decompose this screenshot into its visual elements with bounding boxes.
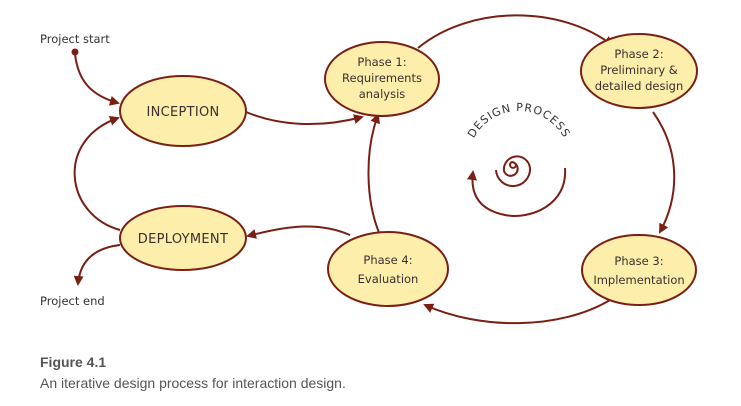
node-phase4-line2: Evaluation xyxy=(358,272,419,286)
node-phase4: Phase 4: Evaluation xyxy=(327,231,449,307)
node-phase1-line3: analysis xyxy=(359,87,406,101)
node-phase2-line3: detailed design xyxy=(595,79,684,93)
design-process-label-path: DESIGN PROCESS xyxy=(465,101,572,140)
node-inception-label: INCEPTION xyxy=(146,105,219,120)
node-phase4-line1: Phase 4: xyxy=(363,253,412,267)
node-phase1-line2: Requirements xyxy=(342,71,422,85)
project-end-label: Project end xyxy=(40,294,105,308)
node-inception: INCEPTION xyxy=(119,75,247,147)
edge-start-to-inception xyxy=(74,53,120,106)
project-start-label: Project start xyxy=(40,32,110,46)
node-phase2: Phase 2: Preliminary & detailed design xyxy=(580,33,698,109)
edge-phase4-to-phase1 xyxy=(367,113,381,236)
node-deployment: DEPLOYMENT xyxy=(119,205,247,271)
edge-phase3-to-phase4 xyxy=(423,299,611,325)
node-phase2-line2: Preliminary & xyxy=(600,63,678,77)
edges xyxy=(71,14,676,325)
spiral-icon xyxy=(495,155,532,187)
node-phase3-line2: Implementation xyxy=(593,273,684,287)
figure-caption-title: Figure 4.1 xyxy=(40,354,107,370)
node-phase3-line1: Phase 3: xyxy=(614,254,663,268)
cycle-arrow-icon xyxy=(467,167,567,217)
node-phase1-line1: Phase 1: xyxy=(357,55,406,69)
figure-caption-text: An iterative design process for interact… xyxy=(40,375,346,391)
design-process-label: DESIGN PROCESS xyxy=(465,101,573,140)
edge-phase1-to-phase2 xyxy=(417,14,614,49)
node-phase2-line1: Phase 2: xyxy=(614,47,663,61)
project-start-dot xyxy=(71,48,79,56)
node-phase3: Phase 3: Implementation xyxy=(581,234,697,306)
node-phase1: Phase 1: Requirements analysis xyxy=(324,41,440,117)
edge-phase4-to-deployment xyxy=(246,225,351,239)
edge-deployment-to-end xyxy=(73,244,121,286)
edge-phase2-to-phase3 xyxy=(652,111,676,234)
design-process-diagram: INCEPTION DEPLOYMENT Phase 1: Requiremen… xyxy=(40,14,698,325)
edge-inception-to-phase1 xyxy=(245,111,364,126)
edge-deployment-to-inception xyxy=(73,115,121,231)
node-deployment-label: DEPLOYMENT xyxy=(138,232,228,247)
